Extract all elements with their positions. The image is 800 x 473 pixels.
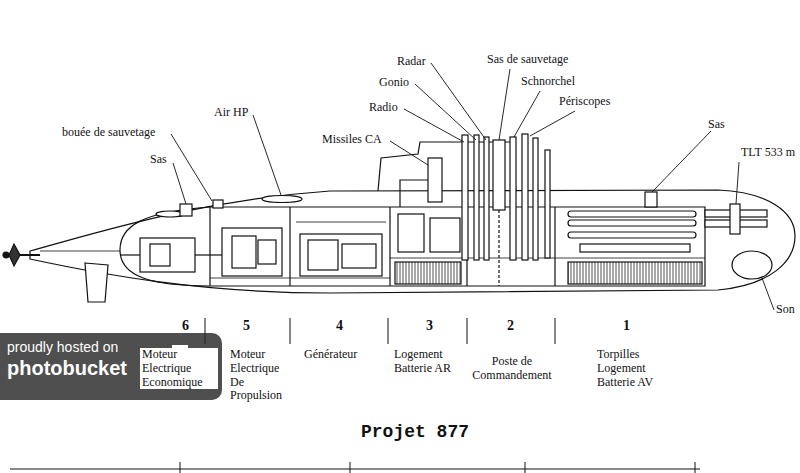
part-label: Sas (150, 153, 167, 167)
part-label: Radar (397, 55, 426, 69)
diagram-title: Projet 877 (361, 422, 469, 442)
part-label: Air HP (214, 106, 248, 120)
part-label: Périscopes (559, 95, 610, 109)
part-label: Sas (708, 118, 725, 132)
compartment-label: Poste de Commandement (463, 355, 561, 383)
compartment-label: Torpilles Logement Batterie AV (597, 348, 669, 389)
compartment-label: Logement Batterie AR (394, 348, 464, 376)
watermark-text: proudly hosted on (7, 339, 118, 355)
part-label: Schnorchel (521, 75, 575, 89)
callout-number: 6 (182, 318, 189, 334)
callout-number: 4 (336, 318, 343, 334)
callout-number: 5 (243, 318, 250, 334)
part-label: Radio (369, 101, 398, 115)
part-label: TLT 533 m (741, 146, 795, 160)
compartment-label: Moteur Electrique Economique (140, 348, 218, 389)
part-label: bouée de sauvetage (62, 126, 155, 140)
callout-number: 2 (507, 318, 514, 334)
callout-number: 3 (426, 318, 433, 334)
callout-number: 1 (623, 318, 630, 334)
part-label: Son (776, 303, 795, 317)
part-label: Gonio (379, 76, 409, 90)
part-label: Missiles CA (322, 133, 382, 147)
compartment-label: Générateur (304, 348, 357, 362)
part-label: Sas de sauvetage (487, 53, 568, 67)
compartment-label: Moteur Electrique De Propulsion (228, 348, 296, 403)
watermark-brand: photobucket (7, 357, 127, 380)
